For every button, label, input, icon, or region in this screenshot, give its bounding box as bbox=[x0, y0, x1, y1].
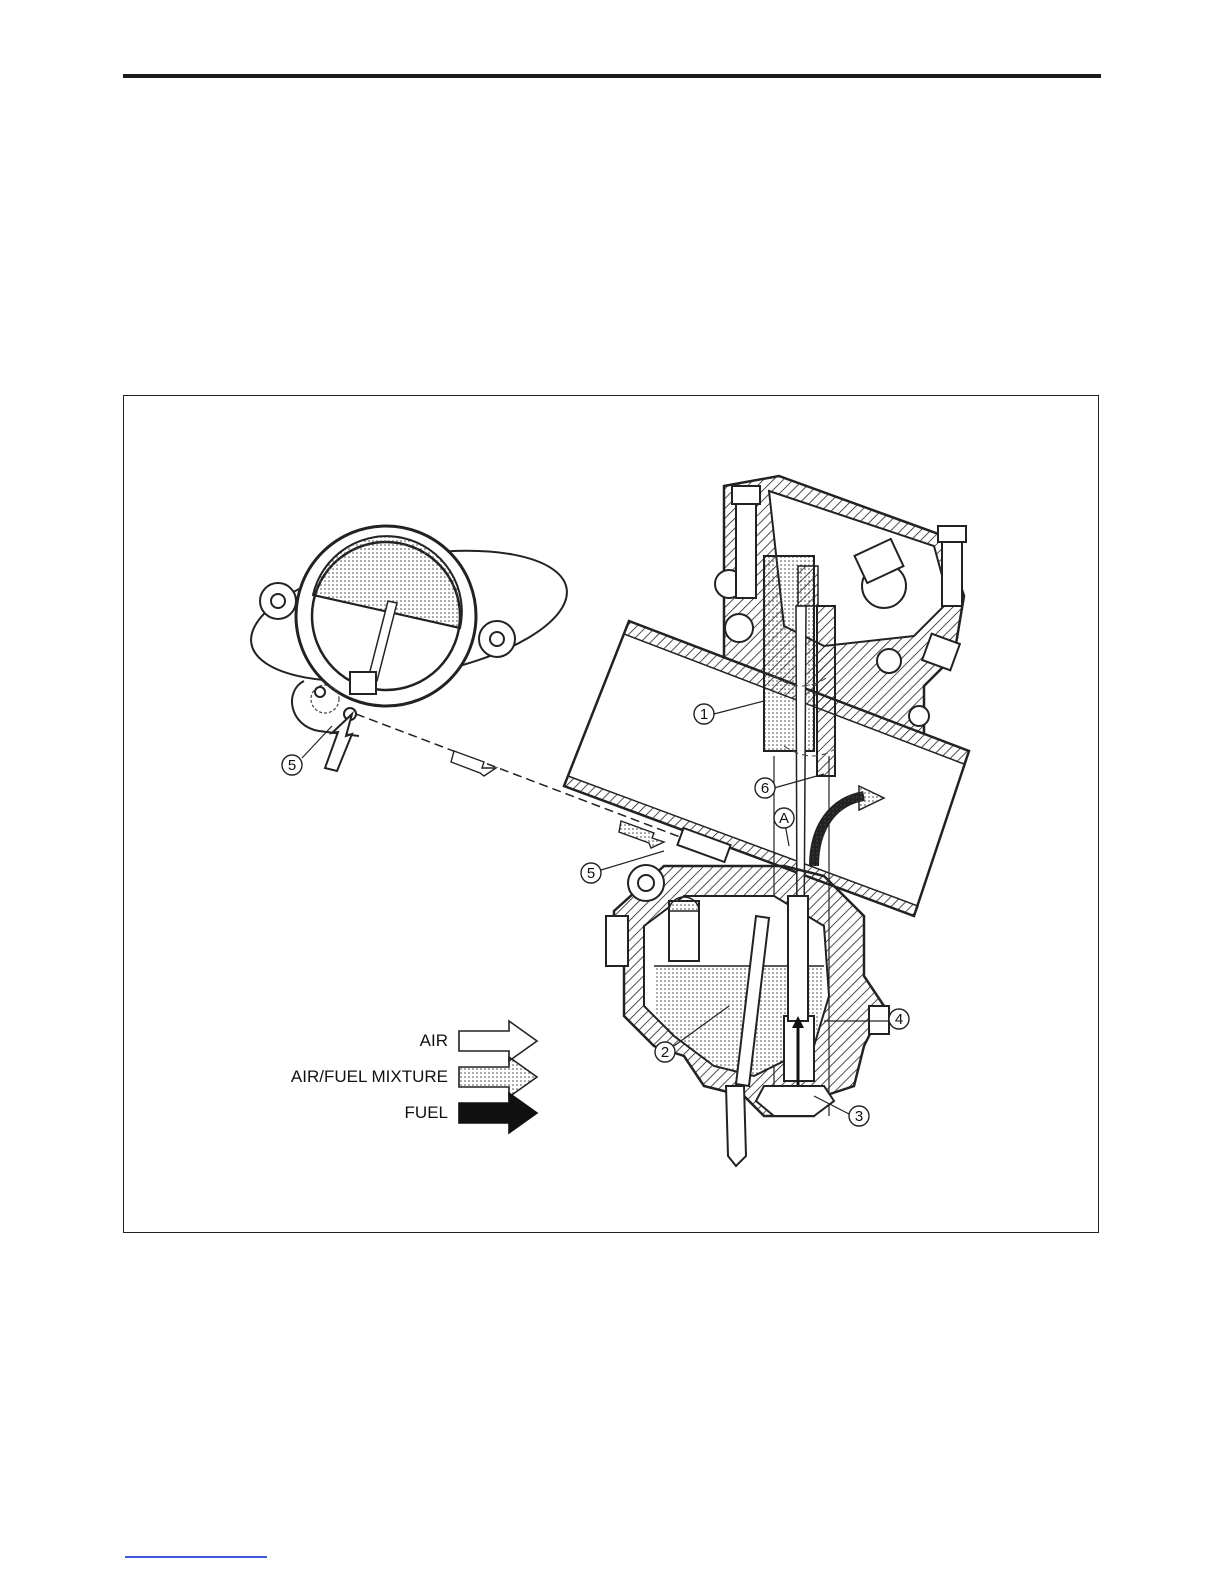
svg-text:6: 6 bbox=[761, 780, 769, 797]
legend-fuel-label: FUEL bbox=[188, 1103, 448, 1123]
callout-1: 1 bbox=[694, 704, 714, 724]
callout-a: A bbox=[774, 808, 794, 828]
footer-link-underline bbox=[125, 1556, 267, 1558]
carburetor-body bbox=[564, 476, 969, 1166]
svg-text:A: A bbox=[779, 810, 789, 827]
carburetor-diagram-frame: 1 2 3 4 5 5 6 A bbox=[123, 395, 1099, 1233]
svg-text:1: 1 bbox=[700, 706, 708, 723]
callout-2: 2 bbox=[655, 1042, 675, 1062]
legend-mixture-arrow bbox=[459, 1057, 537, 1097]
legend-fuel-arrow bbox=[459, 1093, 537, 1133]
legend-mixture-label: AIR/FUEL MIXTURE bbox=[188, 1067, 448, 1087]
callout-4: 4 bbox=[889, 1009, 909, 1029]
callout-3: 3 bbox=[849, 1106, 869, 1126]
callout-5-inset: 5 bbox=[282, 755, 302, 775]
svg-text:3: 3 bbox=[855, 1108, 863, 1125]
callout-6: 6 bbox=[755, 778, 775, 798]
air-flow-arrow bbox=[451, 751, 496, 776]
svg-text:2: 2 bbox=[661, 1044, 669, 1061]
legend-air-arrow bbox=[459, 1021, 537, 1061]
svg-text:5: 5 bbox=[288, 757, 296, 774]
svg-text:4: 4 bbox=[895, 1011, 903, 1028]
callout-5-body: 5 bbox=[581, 863, 601, 883]
header-rule bbox=[123, 74, 1101, 78]
svg-text:5: 5 bbox=[587, 865, 595, 882]
legend-air-label: AIR bbox=[188, 1031, 448, 1051]
